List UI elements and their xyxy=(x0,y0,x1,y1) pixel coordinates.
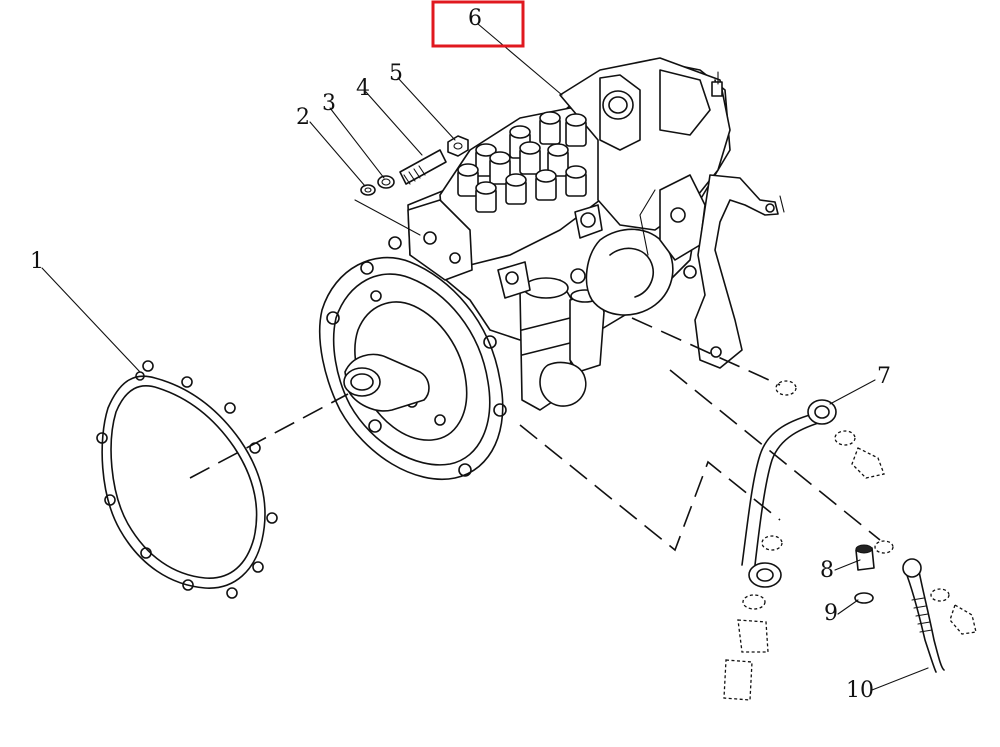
parts-8-9-10 xyxy=(854,540,977,673)
gasket-ring-upper xyxy=(775,380,797,396)
callout-8: 8 xyxy=(820,558,834,583)
callout-5: 5 xyxy=(389,61,403,86)
callout-9: 9 xyxy=(824,601,838,626)
delivery-valves xyxy=(457,111,587,213)
highlight-box-callout-6 xyxy=(431,0,525,48)
injection-pump-assembly xyxy=(318,57,785,480)
callout-10: 10 xyxy=(846,678,874,703)
washer-part-2 xyxy=(360,184,376,196)
callout-leaders xyxy=(41,23,929,691)
callout-1: 1 xyxy=(30,249,44,274)
nut-part-5 xyxy=(447,135,469,157)
callout-3: 3 xyxy=(322,91,336,116)
callout-4: 4 xyxy=(356,76,370,101)
seal-part-9 xyxy=(854,592,874,604)
callout-6: 6 xyxy=(468,6,482,31)
callout-2: 2 xyxy=(296,105,310,130)
fuel-line-part-7 xyxy=(723,380,885,701)
callout-labels: 1 2 3 4 5 6 7 8 9 10 xyxy=(30,6,891,703)
gasket-part-1 xyxy=(96,360,278,599)
callout-7: 7 xyxy=(877,364,891,389)
fittings-parts-2-5 xyxy=(360,135,469,196)
washer-part-3 xyxy=(377,175,395,189)
assembly-dashed-lines xyxy=(189,317,881,552)
